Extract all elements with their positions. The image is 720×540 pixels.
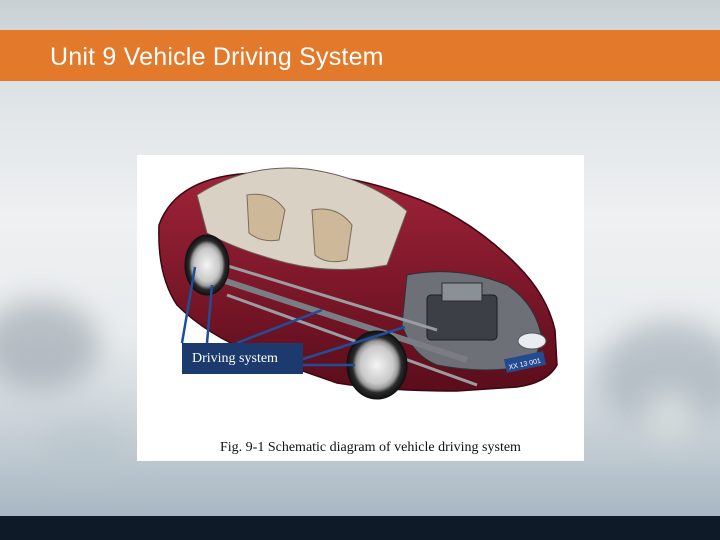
bokeh-light xyxy=(640,390,700,440)
frame-rail xyxy=(191,253,438,332)
headlight xyxy=(517,332,547,350)
vehicle-figure: XX 13 001 Driving system Fig. 9-1 Schema… xyxy=(137,155,584,461)
title-bar: Unit 9 Vehicle Driving System xyxy=(0,30,720,81)
rear-wheel xyxy=(184,234,230,296)
figure-caption: Fig. 9-1 Schematic diagram of vehicle dr… xyxy=(220,440,521,455)
slide-title: Unit 9 Vehicle Driving System xyxy=(50,43,384,71)
bokeh-light xyxy=(0,300,100,390)
bokeh-light xyxy=(40,420,130,480)
engine-part xyxy=(441,282,483,302)
car-seat xyxy=(246,193,286,242)
car-seat xyxy=(311,208,353,263)
car-illustration: XX 13 001 xyxy=(158,167,558,400)
engine-block xyxy=(426,294,498,341)
driving-system-label: Driving system xyxy=(182,343,303,374)
drive-shaft xyxy=(206,272,468,363)
bottom-bar xyxy=(0,516,720,540)
driving-system-label-text: Driving system xyxy=(192,351,278,366)
car-cabin xyxy=(196,167,408,271)
frame-rail xyxy=(226,293,478,387)
license-plate xyxy=(503,350,547,374)
pointer-lines xyxy=(180,266,406,367)
